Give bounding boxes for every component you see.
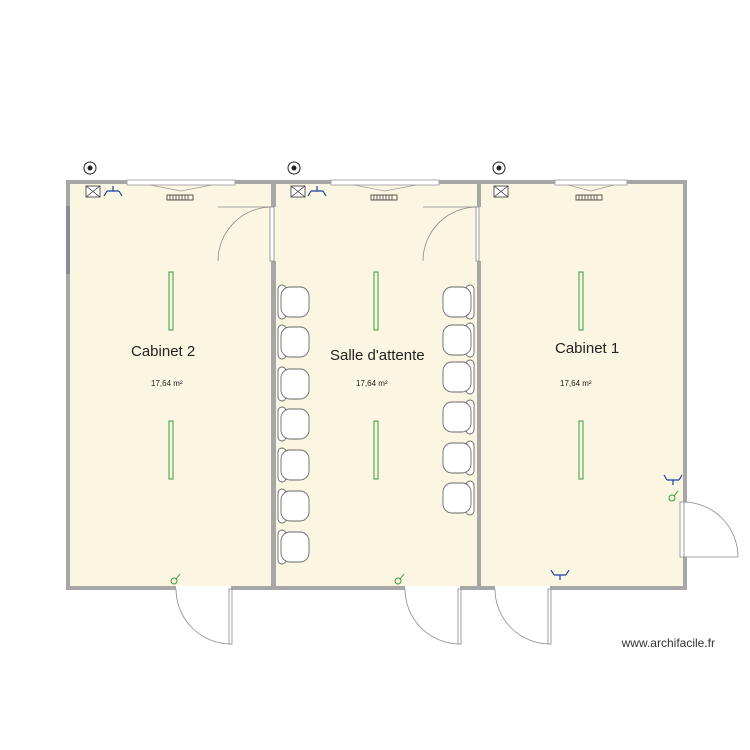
room-name-cabinet-2: Cabinet 2 <box>131 343 195 360</box>
ventilation-icon <box>290 185 306 198</box>
light-switch-icon <box>394 573 405 585</box>
light-switch-icon <box>668 490 679 502</box>
chair-icon <box>442 480 475 516</box>
chair-icon <box>442 322 475 358</box>
chair-group-right <box>442 284 475 516</box>
smoke-detector-icon <box>492 161 506 175</box>
door-salle-cabinet-1 <box>422 206 482 262</box>
ceiling-light-icon <box>578 271 584 331</box>
chair-icon <box>442 440 475 476</box>
chair-icon <box>442 399 475 435</box>
chair-icon <box>277 406 310 442</box>
chair-icon <box>277 324 310 360</box>
light-switch-icon <box>170 573 181 585</box>
room-floor-cabinet-2 <box>70 183 272 586</box>
door-cabinet-2-salle <box>217 206 277 262</box>
power-outlet-icon <box>663 474 683 485</box>
chair-icon <box>277 529 310 565</box>
room-name-salle-attente: Salle d'attente <box>330 347 425 364</box>
chair-group-left <box>277 284 310 565</box>
ventilation-icon <box>493 185 509 198</box>
chair-icon <box>277 284 310 320</box>
power-outlet-icon <box>307 186 327 197</box>
radiator-icon <box>575 194 603 201</box>
window-left <box>66 206 70 274</box>
room-area-cabinet-2: 17,64 m² <box>151 379 183 388</box>
door-bottom-cabinet-2 <box>175 586 233 645</box>
smoke-detector-icon <box>287 161 301 175</box>
chair-icon <box>277 488 310 524</box>
door-right-cabinet-1 <box>679 501 739 558</box>
ceiling-light-icon <box>168 271 174 331</box>
smoke-detector-icon <box>83 161 97 175</box>
radiator-icon <box>166 194 194 201</box>
ceiling-light-icon <box>373 271 379 331</box>
power-outlet-icon <box>550 569 570 580</box>
window-top-cabinet-1 <box>554 179 628 192</box>
power-outlet-icon <box>103 186 123 197</box>
room-area-salle-attente: 17,64 m² <box>356 379 388 388</box>
ceiling-light-icon <box>578 420 584 480</box>
door-bottom-salle-attente <box>404 586 462 645</box>
ventilation-icon <box>85 185 101 198</box>
door-bottom-cabinet-1 <box>494 586 552 645</box>
room-floor-cabinet-1 <box>481 183 683 586</box>
chair-icon <box>442 284 475 320</box>
watermark-text: www.archifacile.fr <box>621 636 715 650</box>
chair-icon <box>277 366 310 402</box>
ceiling-light-icon <box>373 420 379 480</box>
window-top-salle-attente <box>330 179 440 192</box>
chair-icon <box>442 359 475 395</box>
ceiling-light-icon <box>168 420 174 480</box>
window-top-cabinet-2 <box>126 179 236 192</box>
radiator-icon <box>370 194 398 201</box>
room-name-cabinet-1: Cabinet 1 <box>555 340 619 357</box>
room-area-cabinet-1: 17,64 m² <box>560 379 592 388</box>
chair-icon <box>277 447 310 483</box>
